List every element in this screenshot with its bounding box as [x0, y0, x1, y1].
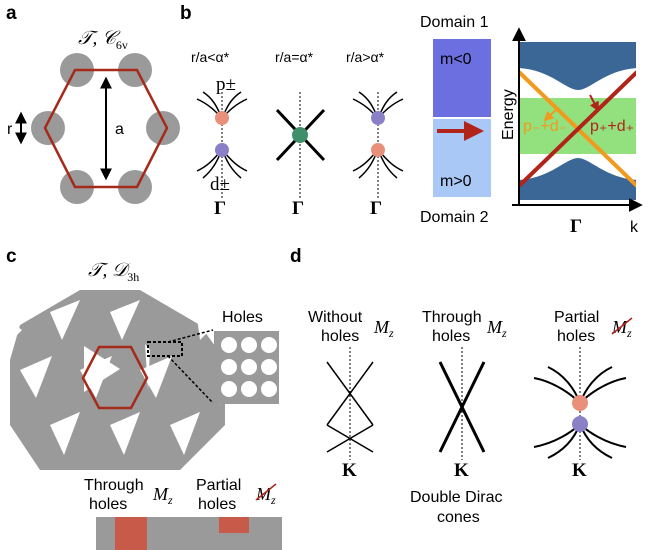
- domain-1-label: Domain 1: [420, 14, 489, 31]
- label-d-pm: d±: [210, 174, 230, 195]
- d-col2-line2: holes: [432, 328, 470, 345]
- gamma-above: Γ: [370, 198, 382, 219]
- upper-bulk-band: [519, 42, 636, 90]
- d-col1-line1: Without: [308, 309, 363, 326]
- label-a: a: [115, 121, 124, 138]
- energy-label: Energy: [500, 89, 517, 140]
- panel-a-symmetry: 𝒯, 𝒞6v: [78, 28, 128, 52]
- domain-2-label: Domain 2: [420, 209, 489, 226]
- dispersion-equal: [275, 92, 326, 198]
- unit-cell-hexagon: [43, 68, 169, 189]
- edge-state-red: [518, 70, 636, 188]
- zoom-box: [147, 341, 183, 357]
- through-hole: [115, 517, 147, 550]
- d-orbital-dot: [371, 111, 385, 125]
- partial-hole: [219, 517, 249, 533]
- dispersion-below: [196, 91, 248, 198]
- panel-label-a: a: [6, 3, 17, 24]
- lower-bulk-band: [519, 158, 636, 200]
- label-p-pm: p±: [216, 74, 236, 95]
- panel-c-unit-cell: [81, 345, 149, 410]
- mz-strike-d: [611, 317, 633, 335]
- gapped-bands-partial-holes: [533, 347, 627, 460]
- header-equal: r/a=α*: [275, 49, 314, 65]
- c-through-2: holes: [89, 496, 127, 513]
- m-negative: m<0: [440, 51, 472, 68]
- dirac-cone-through-holes: [438, 347, 486, 460]
- holes-label: Holes: [222, 309, 263, 326]
- d-mz-col2: Mz: [486, 317, 507, 340]
- cross-section: [96, 517, 282, 550]
- d-orbital-dot: [215, 143, 229, 157]
- p-orbital-dot: [371, 143, 385, 157]
- mode-left-label: p₋+d₋: [523, 118, 567, 135]
- k-label: k: [630, 219, 639, 236]
- d-col1-line2: holes: [321, 328, 359, 345]
- d-k-col2: K: [454, 460, 469, 481]
- band-diagram: [512, 27, 643, 212]
- d-k-col1: K: [342, 460, 357, 481]
- m-positive: m>0: [440, 173, 472, 190]
- dispersion-above: [352, 91, 404, 198]
- panel-label-d: d: [290, 246, 302, 267]
- header-below: r/a<α*: [191, 49, 230, 65]
- c-mz-through: Mz: [152, 484, 173, 507]
- panel-a-lattice: a r: [7, 53, 180, 204]
- panel-label-c: c: [6, 246, 17, 267]
- domain-1-block: [433, 39, 491, 117]
- d-k-col3: K: [572, 460, 587, 481]
- d-col2-line1: Through: [422, 309, 482, 326]
- mode-right-label: p₊+d₊: [590, 118, 634, 135]
- d-orbital-dot: [572, 416, 588, 432]
- c-partial-1: Partial: [196, 477, 241, 494]
- caption-line-2: cones: [437, 509, 480, 526]
- label-r: r: [7, 121, 13, 138]
- d-mz-col1: Mz: [373, 317, 394, 340]
- gamma-equal: Γ: [292, 198, 304, 219]
- gamma-below: Γ: [214, 198, 226, 219]
- triangle-lattice: [8, 290, 225, 470]
- panel-label-b: b: [180, 3, 192, 24]
- lattice-hole: [146, 111, 180, 145]
- c-through-1: Through: [84, 477, 144, 494]
- holes-inset: [214, 331, 279, 404]
- caption-line-1: Double Dirac: [410, 489, 502, 506]
- d-col3-line2: holes: [557, 328, 595, 345]
- mz-strike-c: [255, 483, 277, 501]
- c-partial-2: holes: [198, 496, 236, 513]
- dirac-cones-without-holes: [326, 347, 374, 460]
- panel-c-symmetry: 𝒯, 𝒟3h: [88, 260, 139, 284]
- gamma-axis-label: Γ: [570, 216, 582, 237]
- p-orbital-dot: [572, 395, 588, 411]
- degenerate-dot: [292, 127, 308, 143]
- header-above: r/a>α*: [346, 49, 385, 65]
- p-orbital-dot: [215, 111, 229, 125]
- lattice-hole: [31, 111, 65, 145]
- d-col3-line1: Partial: [554, 309, 599, 326]
